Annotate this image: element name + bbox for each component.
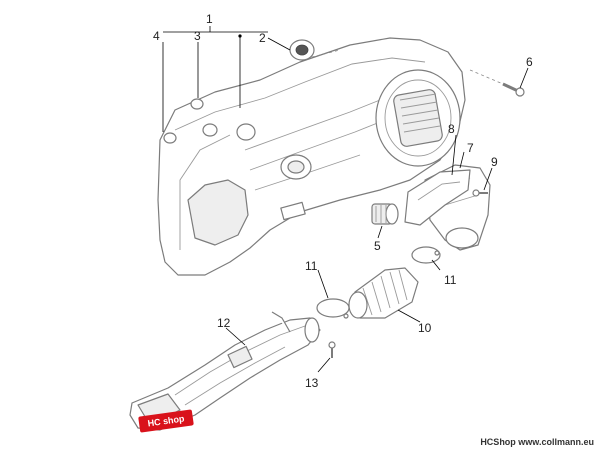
bellows-hose-part-10: [348, 267, 419, 319]
callout-4: 4: [153, 29, 160, 43]
transmission-cover: [157, 37, 466, 276]
callout-5: 5: [374, 239, 381, 253]
intake-snorkel-part-12: [129, 311, 321, 431]
bearing-part-2: [289, 39, 315, 61]
callout-9: 9: [491, 155, 498, 169]
bolt-part-6: [469, 69, 525, 97]
callout-10: 10: [418, 321, 432, 335]
callout-13: 13: [305, 376, 319, 390]
callout-labels: 1 2 3 4 5 6 7 8 9 10 11 11 12 13: [153, 12, 533, 390]
screw-part-13: [328, 341, 336, 358]
plug-part-3: [190, 98, 204, 110]
gasket-part-8: [404, 169, 471, 226]
leader-lines: [162, 26, 529, 373]
screw-part-9: [472, 189, 488, 197]
callout-6: 6: [526, 55, 533, 69]
clamp-part-11-upper: [411, 246, 441, 264]
callout-1: 1: [206, 12, 213, 26]
callout-12: 12: [217, 316, 231, 330]
leader-dot: [238, 34, 242, 38]
callout-8: 8: [448, 122, 455, 136]
callout-11-upper: 11: [305, 259, 318, 273]
dowel-part-4: [163, 132, 177, 144]
callout-2: 2: [259, 31, 266, 45]
callout-7: 7: [467, 141, 474, 155]
callout-11-lower: 11: [444, 273, 457, 287]
filter-element-part-5: [371, 203, 399, 225]
watermark-text: HCShop www.collmann.eu: [480, 437, 594, 447]
callout-3: 3: [194, 29, 201, 43]
clamp-part-11-lower: [316, 298, 350, 319]
